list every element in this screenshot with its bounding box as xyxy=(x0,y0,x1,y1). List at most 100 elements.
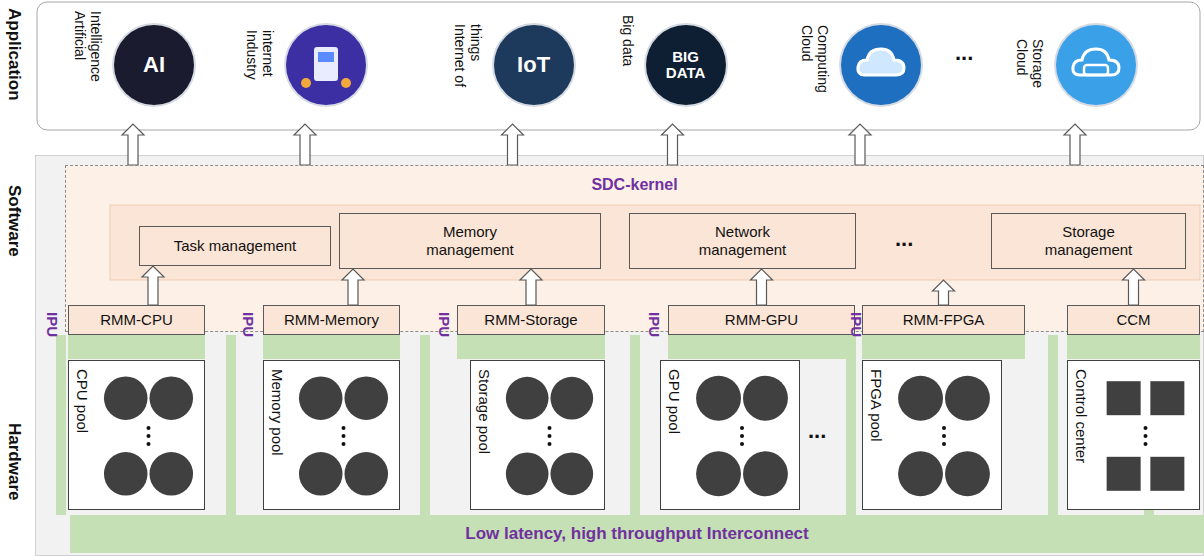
resource-unit xyxy=(104,452,148,496)
box-label: Memory management xyxy=(405,223,535,259)
ipu-label: IPU xyxy=(848,312,865,337)
resource-unit xyxy=(743,451,788,496)
controller-unit xyxy=(1107,457,1141,491)
management-box: Task management xyxy=(139,226,331,266)
app-label: Cloud Storage xyxy=(1014,39,1046,91)
management-box: Memory management xyxy=(339,213,601,269)
more-dot xyxy=(942,434,946,438)
application-layer: ApplicationArtificial IntelligenceAIIndu… xyxy=(0,2,1200,130)
controller-unit xyxy=(1107,381,1141,415)
app-icon: IoT xyxy=(494,25,574,105)
more-dot xyxy=(147,442,151,446)
kernel-band xyxy=(110,205,1200,280)
green-strip xyxy=(457,335,605,359)
resource-unit xyxy=(550,452,593,495)
box-label: RMM-FPGA xyxy=(903,311,985,329)
app-icon: BIG DATA xyxy=(646,25,726,105)
resource-unit xyxy=(696,376,741,421)
icon-glyph xyxy=(851,35,911,95)
software-layer: Software SDC-kernelTask management Memory … xyxy=(0,155,1204,335)
app-item: Cloud Storage xyxy=(995,6,1155,124)
hollow-arrow xyxy=(122,124,144,165)
rmm-box: RMM-Memory xyxy=(263,305,400,335)
resource-unit xyxy=(945,376,990,421)
hollow-arrow xyxy=(294,124,316,165)
pool-label: Storage pool xyxy=(476,369,493,454)
resource-unit xyxy=(299,376,343,420)
icon-glyph xyxy=(296,35,356,95)
more-dot xyxy=(942,426,946,430)
more-dot xyxy=(342,426,346,430)
icon-text: IoT xyxy=(507,53,561,77)
more-dot xyxy=(342,442,346,446)
app-item: Cloud Computing xyxy=(765,6,955,124)
resource-unit xyxy=(898,376,943,421)
app-icon xyxy=(1056,25,1136,105)
resource-pool: GPU pool xyxy=(660,360,800,510)
pool-label: CPU pool xyxy=(74,369,91,433)
more-dot xyxy=(548,426,552,430)
pool-label: FPGA pool xyxy=(868,369,885,442)
layer-label: Software xyxy=(4,185,24,257)
app-icon xyxy=(286,25,366,105)
resource-unit xyxy=(506,377,549,420)
app-item: Internet of things IoT xyxy=(445,6,580,124)
app-item: Artificial IntelligenceAI xyxy=(58,6,208,124)
cloud-shape xyxy=(1073,49,1119,75)
kernel-title: SDC-kernel xyxy=(66,176,1203,194)
sdc-kernel: SDC-kernelTask management Memory manageme… xyxy=(65,165,1204,332)
resource-unit xyxy=(299,452,343,496)
box-label: Storage management xyxy=(1024,223,1154,259)
resource-unit xyxy=(104,376,148,420)
app-label: Cloud Computing xyxy=(799,25,831,105)
box-label: Task management xyxy=(174,237,297,255)
resource-unit xyxy=(743,376,788,421)
ipu-label: IPU xyxy=(646,312,663,337)
more-dot xyxy=(740,442,744,446)
more-dot xyxy=(147,426,151,430)
resource-unit xyxy=(149,376,193,420)
resource-unit xyxy=(149,452,193,496)
resource-unit xyxy=(945,451,990,496)
interconnect-label: Low latency, high throughput Interconnec… xyxy=(465,524,808,544)
green-bar xyxy=(420,335,430,515)
resource-pool: Storage pool xyxy=(470,360,605,510)
resource-unit xyxy=(898,451,943,496)
resource-unit xyxy=(344,452,388,496)
gear-shape xyxy=(341,78,351,88)
management-box: Network management xyxy=(629,213,856,269)
green-bar xyxy=(226,335,236,515)
interconnect-bar: Low latency, high throughput Interconnec… xyxy=(70,515,1204,553)
pool-label: GPU pool xyxy=(666,369,683,434)
gear-shape xyxy=(301,78,311,88)
app-icon xyxy=(841,25,921,105)
app-label: Internet of things xyxy=(451,24,483,106)
resource-unit xyxy=(506,452,549,495)
green-bar xyxy=(56,335,66,515)
ellipsis: ... xyxy=(808,418,826,444)
green-strip xyxy=(668,335,855,359)
more-dot xyxy=(548,442,552,446)
more-dot xyxy=(740,434,744,438)
screen-shape xyxy=(318,52,334,62)
resource-unit xyxy=(696,451,741,496)
more-dot xyxy=(942,442,946,446)
storage-shape xyxy=(1084,65,1108,75)
hollow-arrow xyxy=(662,124,684,165)
app-item: Big data BIG DATA xyxy=(605,6,740,124)
box-label: RMM-Storage xyxy=(484,311,577,329)
box-label: CCM xyxy=(1116,311,1150,329)
rmm-box: RMM-Storage xyxy=(457,305,605,335)
app-icon: AI xyxy=(114,25,194,105)
app-label: Big data xyxy=(619,15,635,115)
resource-pool: CPU pool xyxy=(68,360,205,510)
green-strip xyxy=(68,335,205,359)
resource-pool: Memory pool xyxy=(263,360,400,510)
ipu-label: IPU xyxy=(44,312,61,337)
layer-label: Hardware xyxy=(4,423,24,500)
controller-unit xyxy=(1150,381,1184,415)
hollow-arrow xyxy=(520,269,542,305)
kernel-fill xyxy=(65,165,1204,332)
controller-unit xyxy=(1150,457,1184,491)
ccm-box: CCM xyxy=(1067,305,1200,335)
